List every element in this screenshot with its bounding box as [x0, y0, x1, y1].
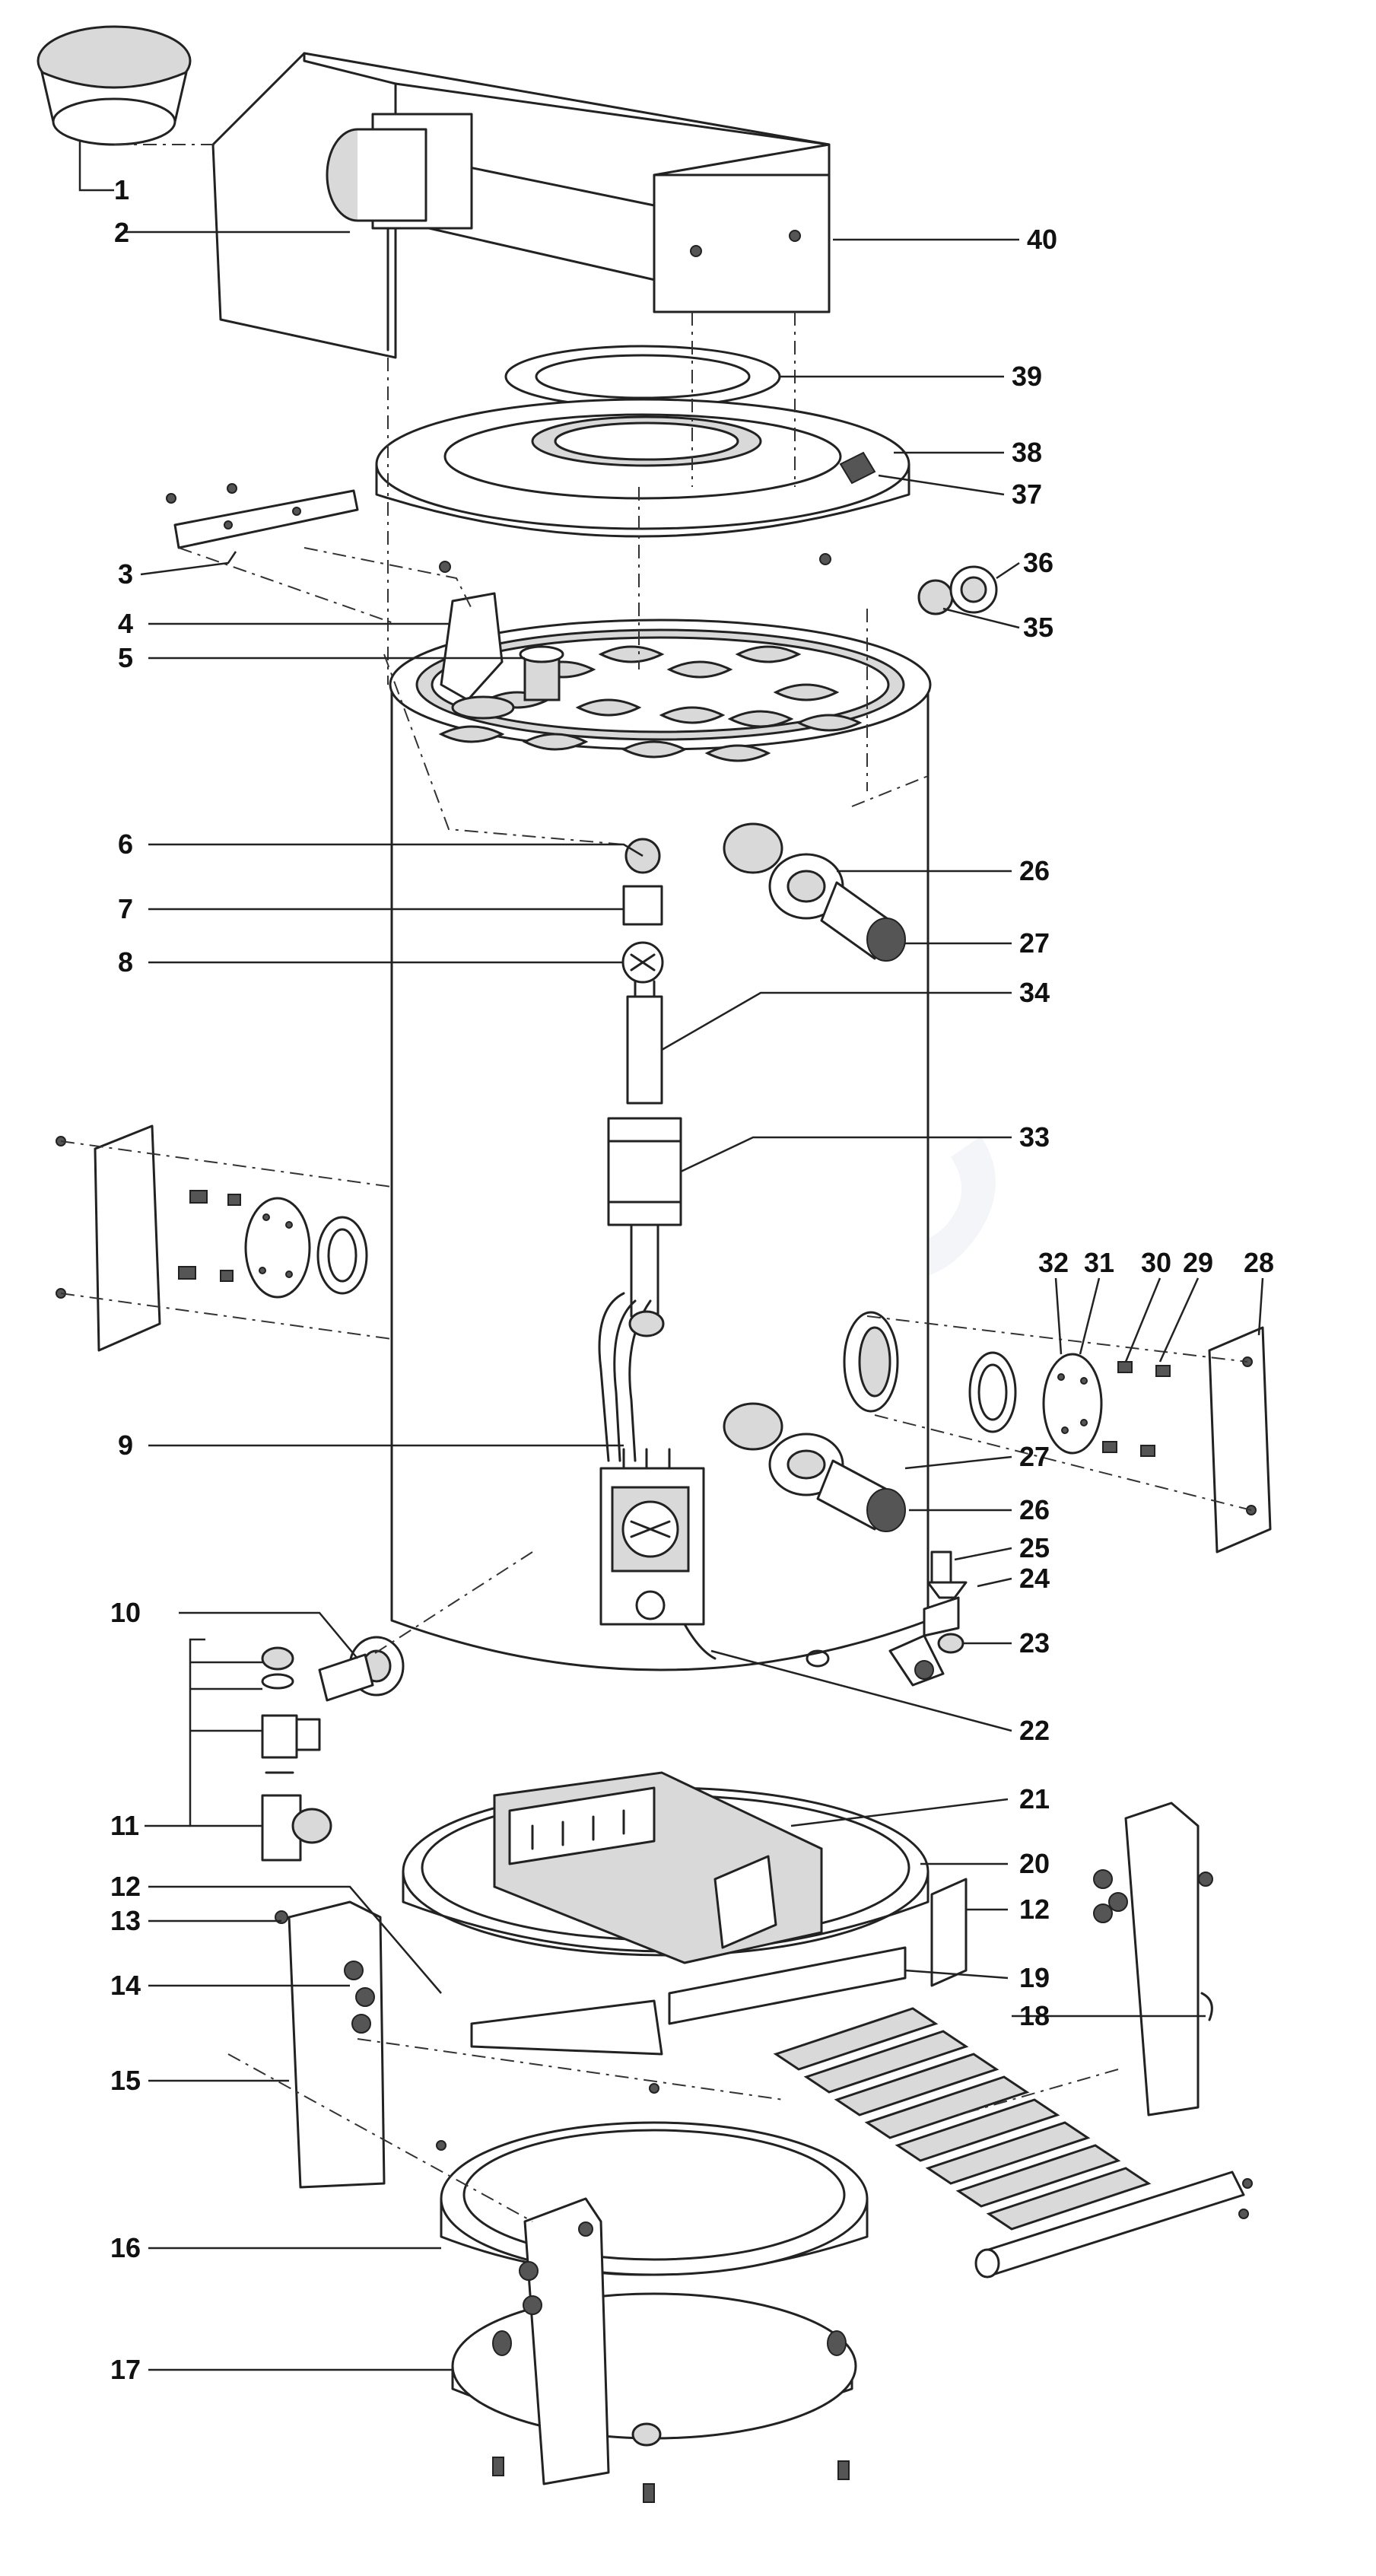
label-8: 8 — [118, 946, 133, 978]
burner-support-bracket — [470, 1878, 968, 2056]
label-27: 27 — [1019, 927, 1050, 959]
assembly-lines — [60, 144, 1252, 2222]
burner-door-right — [1093, 1802, 1213, 2116]
leader-lines — [78, 141, 1264, 2371]
label-36: 36 — [1023, 547, 1053, 578]
label-34: 34 — [1019, 977, 1050, 1008]
inspection-plate-left — [244, 1197, 311, 1299]
screws-left — [178, 1190, 241, 1282]
label-17: 17 — [110, 2354, 141, 2385]
burner-shield — [493, 1771, 823, 1964]
label-29: 29 — [1183, 1247, 1213, 1278]
label-16: 16 — [110, 2232, 141, 2263]
thermal-cutout — [621, 941, 664, 984]
inspection-gasket-right — [968, 1351, 1017, 1433]
label-13: 13 — [110, 1905, 141, 1936]
label-2: 2 — [114, 217, 129, 248]
drain-valve-assembly — [261, 1636, 405, 1862]
label-26: 26 — [1019, 855, 1050, 886]
base-screws — [436, 2083, 1253, 2503]
relief-valve-fittings — [917, 565, 998, 615]
label-24: 24 — [1019, 1563, 1050, 1594]
screws-right — [1102, 1361, 1171, 1457]
label-11: 11 — [110, 1810, 139, 1841]
part-labels: 1 2 3 4 5 6 7 8 9 10 11 12 13 14 15 16 1… — [110, 174, 1274, 2385]
drain-fittings — [806, 1550, 968, 1687]
label-39: 39 — [1012, 361, 1042, 392]
label-26-lower: 26 — [1019, 1494, 1050, 1525]
label-14: 14 — [110, 1970, 141, 2001]
access-cover-left — [56, 1124, 161, 1352]
label-30: 30 — [1141, 1247, 1171, 1278]
top-cover-plate — [375, 398, 910, 538]
label-40: 40 — [1027, 224, 1057, 255]
label-9: 9 — [118, 1430, 133, 1461]
label-32: 32 — [1038, 1247, 1069, 1278]
door-clip — [1200, 1992, 1213, 2021]
label-12-right: 12 — [1019, 1894, 1050, 1925]
label-22: 22 — [1019, 1715, 1050, 1746]
cold-water-inlet-fittings — [723, 1402, 906, 1532]
label-31: 31 — [1084, 1247, 1114, 1278]
label-6: 6 — [118, 828, 133, 860]
label-15: 15 — [110, 2065, 141, 2096]
draft-inducer-motor — [326, 113, 473, 351]
burner-bars — [773, 2007, 1245, 2279]
label-35: 35 — [1023, 612, 1053, 643]
label-4: 4 — [118, 608, 133, 639]
draft-diverter-hood — [211, 52, 831, 359]
mounting-bracket — [166, 483, 831, 573]
label-37: 37 — [1012, 479, 1042, 510]
label-21: 21 — [1019, 1783, 1050, 1814]
side-access-port — [843, 1311, 899, 1413]
label-20: 20 — [1019, 1848, 1050, 1879]
label-7: 7 — [118, 893, 133, 924]
inspection-gasket-left — [316, 1216, 368, 1295]
thermostat-clip — [622, 885, 663, 926]
flue-connector-tube — [440, 592, 515, 720]
vent-cap — [37, 25, 192, 146]
label-33: 33 — [1019, 1121, 1050, 1153]
hot-water-outlet-fittings — [723, 822, 906, 962]
label-12: 12 — [110, 1871, 141, 1902]
label-23: 23 — [1019, 1627, 1050, 1658]
inspection-plate-right — [1042, 1353, 1103, 1455]
label-38: 38 — [1012, 437, 1042, 468]
junction-connector — [607, 1117, 682, 1318]
anode-rod-head — [519, 645, 564, 701]
burner-door-left — [275, 1900, 386, 2189]
ignition-wires — [598, 1292, 665, 1462]
base-pan-lower — [451, 2292, 857, 2440]
label-10: 10 — [110, 1597, 141, 1628]
base-pan-upper — [440, 2121, 869, 2276]
label-5: 5 — [118, 642, 133, 673]
label-1: 1 — [114, 174, 129, 205]
flue-gasket — [504, 345, 781, 409]
label-19: 19 — [1019, 1962, 1050, 1993]
gas-control-valve — [599, 1448, 717, 1660]
label-3: 3 — [118, 558, 133, 590]
gas-line-tube — [626, 980, 663, 1105]
label-28: 28 — [1244, 1247, 1274, 1278]
label-27-lower: 27 — [1019, 1441, 1050, 1472]
label-25: 25 — [1019, 1532, 1050, 1563]
label-18: 18 — [1019, 2000, 1050, 2031]
access-cover-right — [1208, 1326, 1272, 1554]
base-door-bracket — [519, 2197, 662, 2485]
